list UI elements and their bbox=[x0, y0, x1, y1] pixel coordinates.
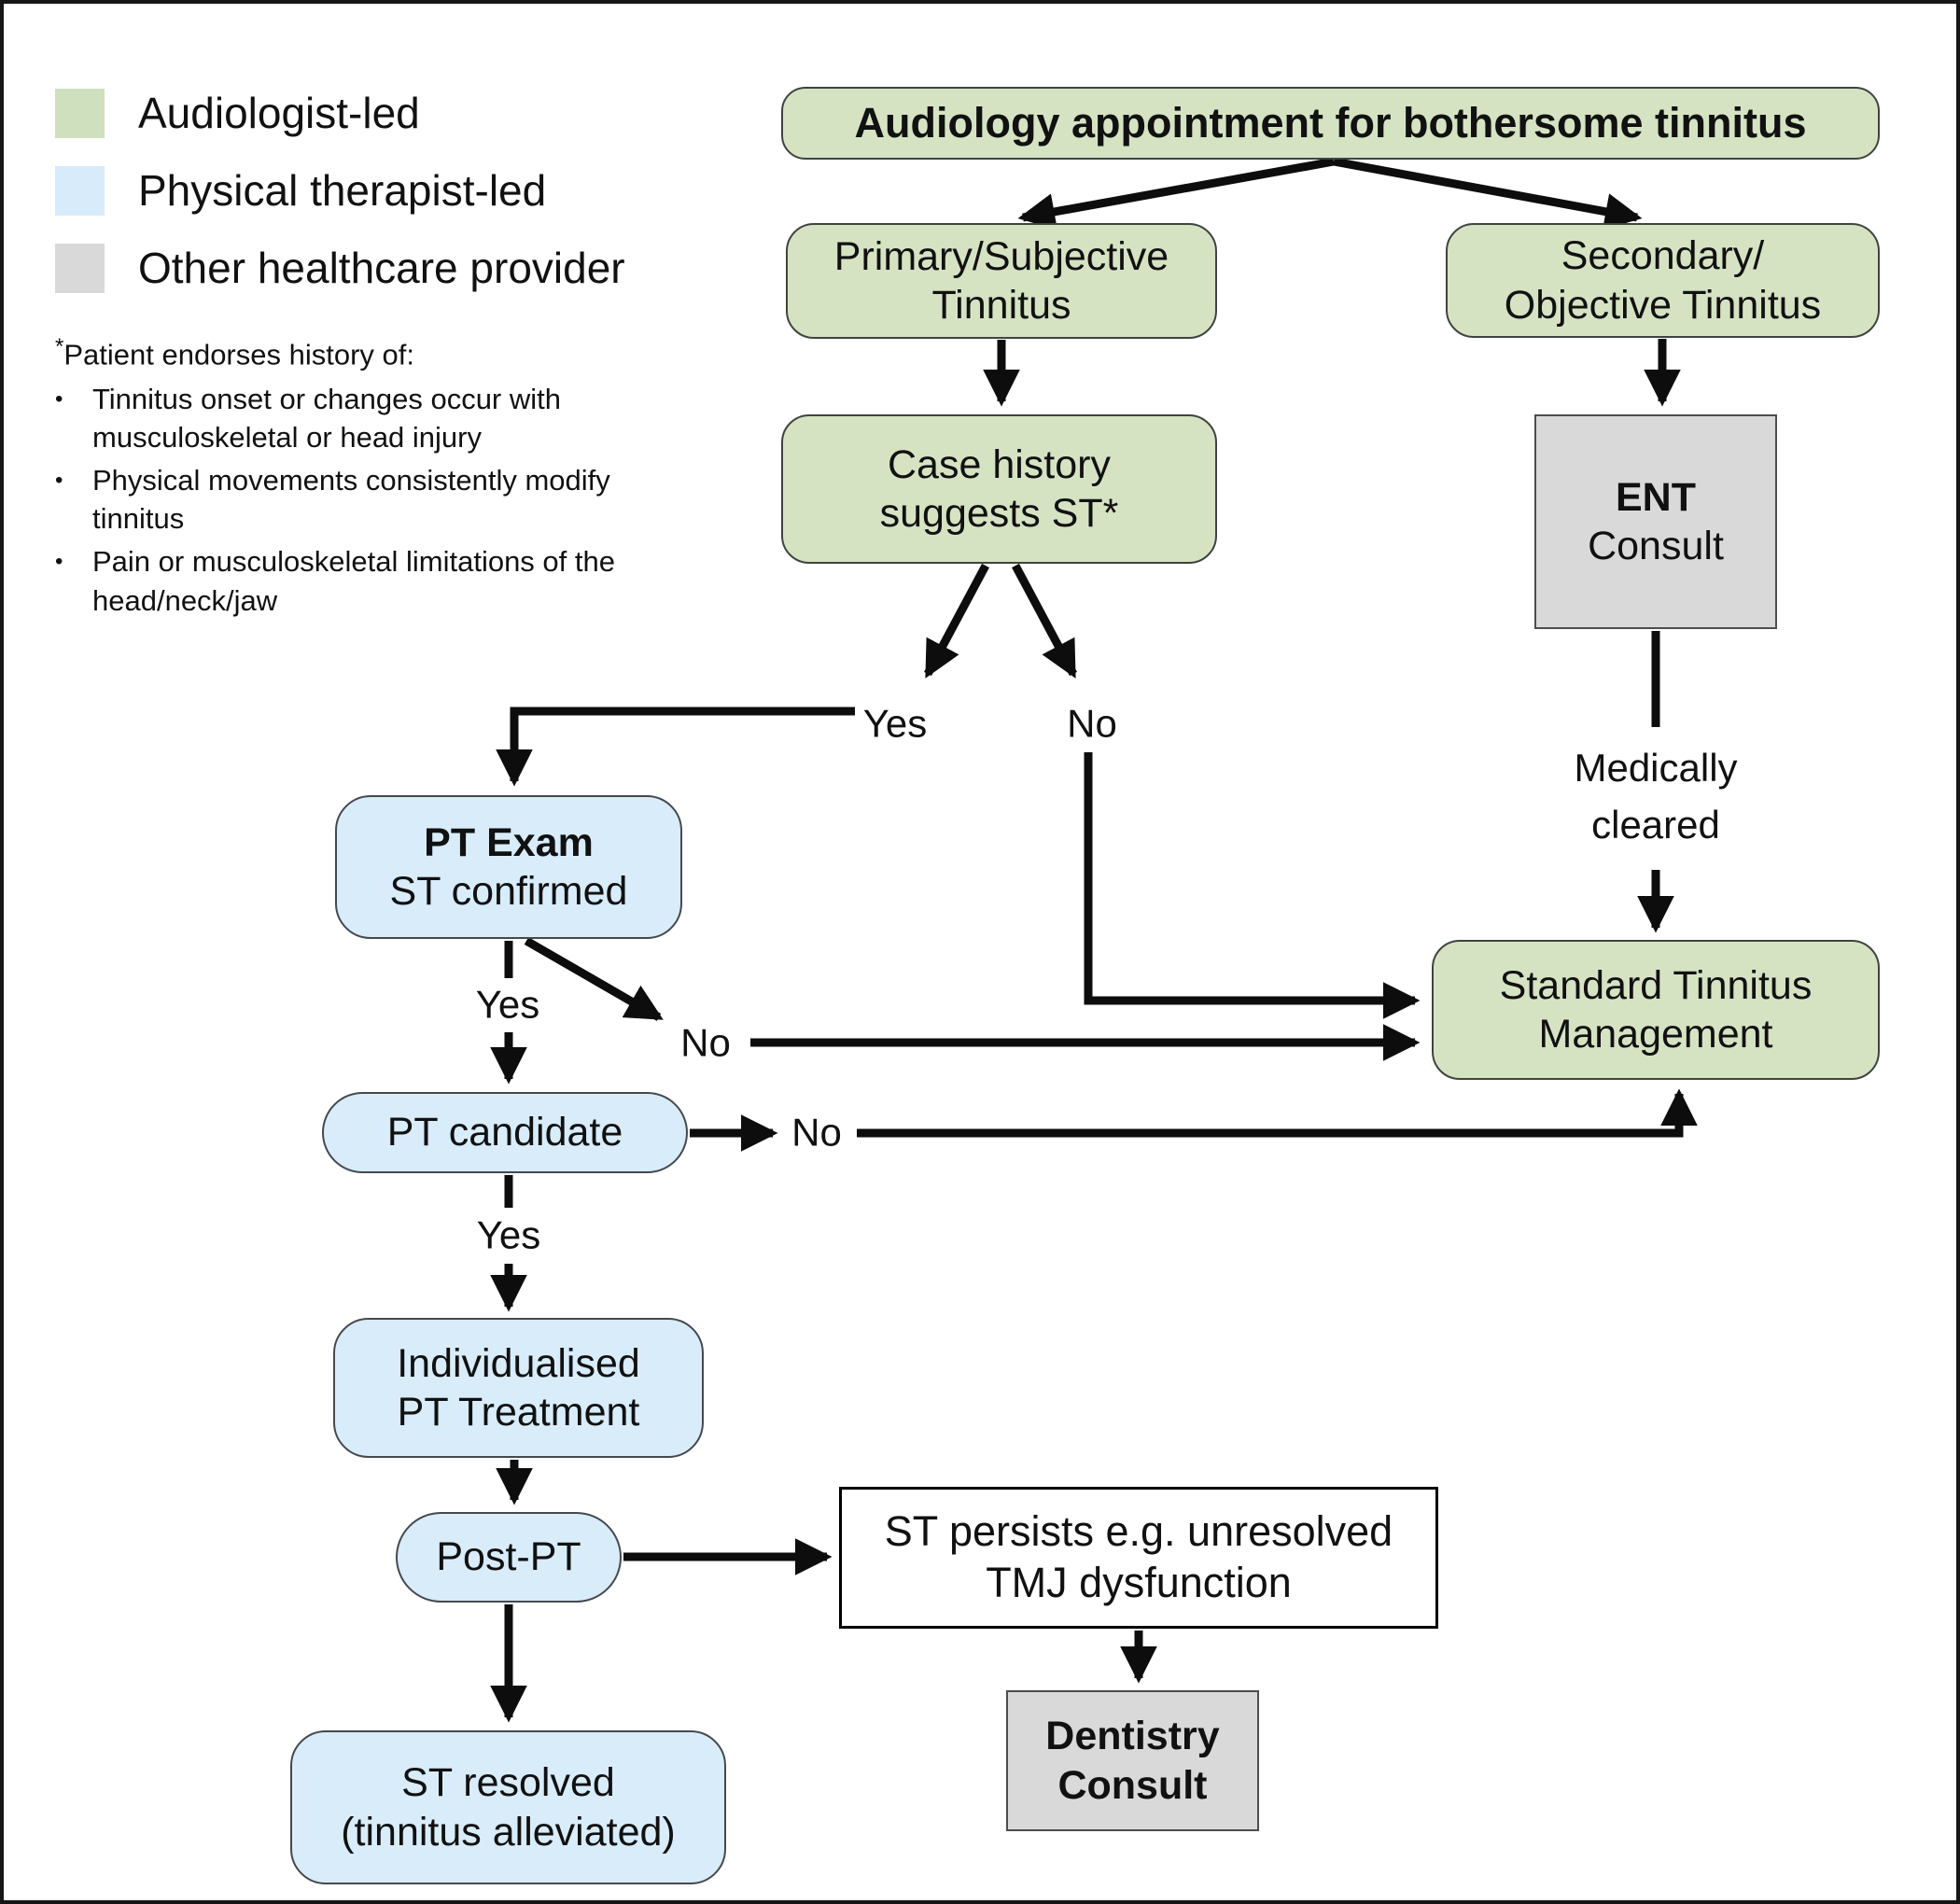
legend-label: Audiologist-led bbox=[138, 89, 420, 137]
node-secondary-objective-tinnitus: Secondary/ Objective Tinnitus bbox=[1446, 223, 1880, 338]
bullet-icon: • bbox=[55, 548, 63, 574]
footnote-title: *Patient endorses history of: bbox=[55, 334, 414, 371]
footnote-bullet: • Tinnitus onset or changes occur with m… bbox=[55, 380, 652, 457]
edge-label-medically-cleared: Medically cleared bbox=[1574, 746, 1738, 847]
legend-item-other-provider: Other healthcare provider bbox=[55, 243, 625, 293]
node-pt-candidate: PT candidate bbox=[322, 1092, 688, 1173]
node-st-persists-tmj-dysfunction: ST persists e.g. unresolved TMJ dysfunct… bbox=[839, 1487, 1438, 1629]
legend-swatch-physical-therapist bbox=[55, 165, 105, 216]
edge-label-pt-exam-yes: Yes bbox=[475, 982, 540, 1027]
bullet-icon: • bbox=[55, 467, 63, 493]
node-individualised-pt-treatment: Individualised PT Treatment bbox=[333, 1318, 704, 1458]
edge-label-case-yes: Yes bbox=[862, 701, 928, 746]
node-ent-consult: ENT Consult bbox=[1534, 414, 1777, 629]
legend-label: Other healthcare provider bbox=[138, 244, 625, 292]
legend-item-audiologist: Audiologist-led bbox=[55, 88, 420, 138]
node-case-history-suggests-st: Case history suggests ST* bbox=[781, 414, 1217, 564]
node-post-pt: Post-PT bbox=[396, 1512, 622, 1603]
legend-swatch-audiologist bbox=[55, 88, 105, 138]
legend-label: Physical therapist-led bbox=[138, 166, 547, 215]
edge-label-pt-candidate-no: No bbox=[791, 1110, 842, 1155]
edge-label-case-no: No bbox=[1067, 701, 1117, 746]
node-audiology-appointment: Audiology appointment for bothersome tin… bbox=[781, 87, 1880, 160]
node-st-resolved: ST resolved (tinnitus alleviated) bbox=[290, 1730, 726, 1884]
legend-swatch-other-provider bbox=[55, 243, 105, 293]
node-primary-subjective-tinnitus: Primary/Subjective Tinnitus bbox=[786, 223, 1217, 339]
node-pt-exam-st-confirmed: PT Exam ST confirmed bbox=[335, 795, 682, 939]
bullet-icon: • bbox=[55, 385, 63, 412]
footnote-bullet: • Physical movements consistently modify… bbox=[55, 461, 652, 539]
edge-label-pt-exam-no: No bbox=[680, 1020, 731, 1065]
edge-label-pt-candidate-yes: Yes bbox=[476, 1212, 541, 1257]
legend-item-physical-therapist: Physical therapist-led bbox=[55, 165, 546, 216]
node-dentistry-consult: Dentistry Consult bbox=[1006, 1690, 1259, 1831]
footnote-bullet: • Pain or musculoskeletal limitations of… bbox=[55, 542, 652, 620]
node-standard-tinnitus-management: Standard Tinnitus Management bbox=[1432, 940, 1880, 1080]
footnote: *Patient endorses history of: • Tinnitus… bbox=[55, 332, 652, 620]
